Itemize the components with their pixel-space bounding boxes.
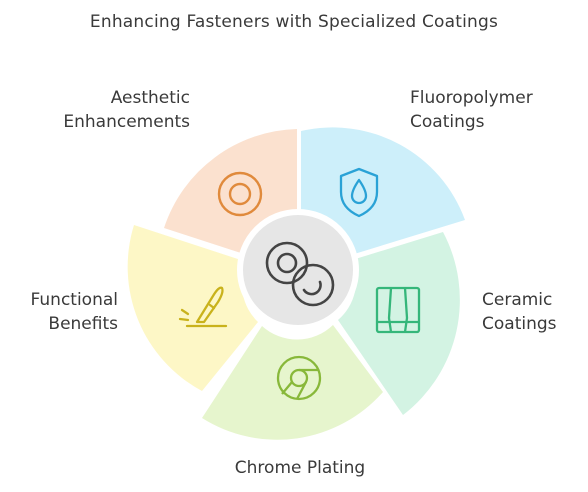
label-aesthetic: Aesthetic Enhancements [60,86,190,134]
label-functional-line2: Benefits [48,314,118,334]
label-functional-line1: Functional [30,290,118,310]
segment-functional [127,225,258,391]
segment-fluoropolymer [301,127,465,255]
diagram-title: Enhancing Fasteners with Specialized Coa… [89,12,499,32]
label-fluoropolymer: Fluoropolymer Coatings [410,86,570,134]
segment-ceramic [338,232,460,415]
chrome-icon [276,355,322,401]
label-chrome: Chrome Plating [200,456,400,480]
water-drop-shield-icon [339,167,379,218]
fastener-washers-icon [265,241,335,307]
label-fluoropolymer-line2: Coatings [410,112,485,132]
label-fluoropolymer-line1: Fluoropolymer [410,88,533,108]
label-chrome-line1: Chrome Plating [234,458,366,478]
label-ceramic: Ceramic Coatings [482,288,582,336]
label-ceramic-line2: Coatings [482,314,557,334]
knife-cut-icon [178,286,228,328]
ceramic-tiles-icon [375,286,421,334]
label-ceramic-line1: Ceramic [482,290,553,310]
label-functional: Functional Benefits [0,288,118,336]
target-circle-icon [217,171,263,217]
label-aesthetic-line1: Aesthetic [110,88,190,108]
label-aesthetic-line2: Enhancements [63,112,190,132]
